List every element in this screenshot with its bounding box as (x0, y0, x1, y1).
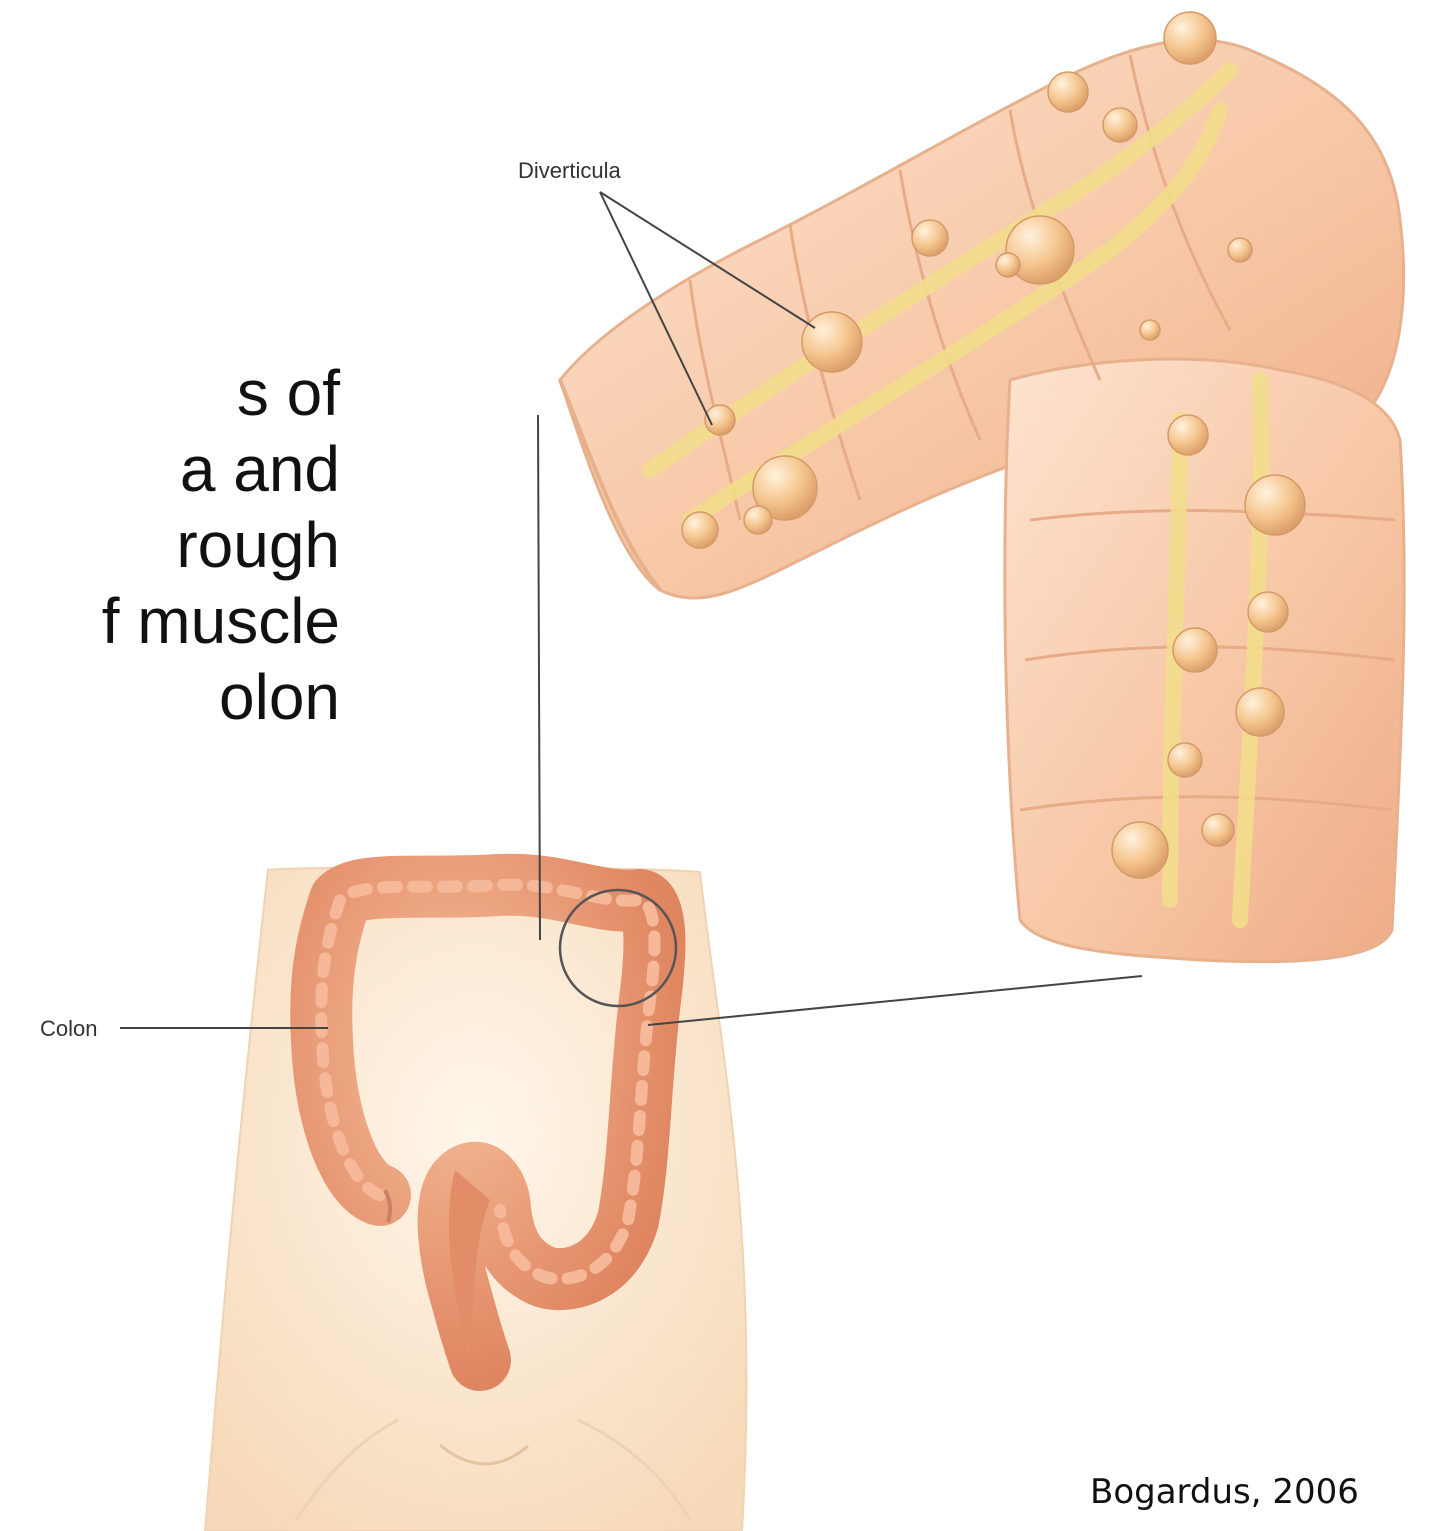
label-colon: Colon (40, 1016, 97, 1041)
citation: Bogardus, 2006 (1090, 1472, 1359, 1512)
bowel-closeup-drawing (560, 12, 1404, 962)
label-diverticula: Diverticula (518, 158, 621, 183)
